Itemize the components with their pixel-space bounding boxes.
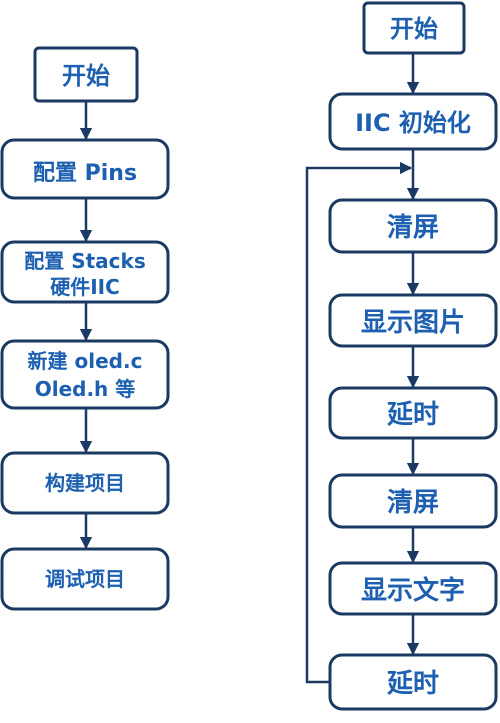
- show-image-label: 显示图片: [361, 308, 465, 338]
- iic-init-label: IIC 初始化: [355, 109, 471, 137]
- build-node: 构建项目: [0, 451, 170, 515]
- config-stacks-label-line1: 配置 Stacks: [24, 249, 145, 273]
- show-text-node: 显示文字: [328, 561, 498, 616]
- config-stacks-node: 配置 Stacks 硬件IIC: [0, 240, 170, 304]
- show-image-node: 显示图片: [328, 293, 498, 348]
- left-start-label: 开始: [62, 62, 110, 90]
- right-start-label: 开始: [390, 15, 438, 43]
- clear-screen-label-2: 清屏: [387, 488, 439, 518]
- right-flow: 开始 IIC 初始化 清屏 显示图片 延时 清屏 显示文字: [305, 1, 498, 711]
- debug-label: 调试项目: [45, 567, 125, 591]
- left-start-node: 开始: [33, 46, 139, 103]
- delay-label-1: 延时: [386, 400, 439, 430]
- config-pins-label: 配置 Pins: [33, 161, 137, 186]
- delay-node-2: 延时: [328, 653, 498, 711]
- left-flow: 开始 配置 Pins 配置 Stacks 硬件IIC 新建 oled.c Ole…: [0, 46, 170, 611]
- config-pins-node: 配置 Pins: [0, 138, 170, 200]
- loop-back-arrow: [305, 161, 413, 684]
- clear-screen-label-1: 清屏: [387, 213, 439, 243]
- debug-node: 调试项目: [0, 547, 170, 611]
- clear-screen-node-2: 清屏: [328, 473, 498, 529]
- delay-label-2: 延时: [386, 669, 439, 699]
- config-stacks-label-line2: 硬件IIC: [50, 275, 120, 299]
- show-text-label: 显示文字: [361, 575, 465, 606]
- new-files-node: 新建 oled.c Oled.h 等: [0, 339, 170, 410]
- right-start-node: 开始: [362, 1, 466, 55]
- delay-node-1: 延时: [328, 386, 498, 440]
- clear-screen-node-1: 清屏: [328, 198, 498, 254]
- new-files-label-line1: 新建 oled.c: [28, 349, 143, 373]
- build-label: 构建项目: [45, 471, 125, 495]
- new-files-label-line2: Oled.h 等: [35, 377, 136, 401]
- iic-init-node: IIC 初始化: [328, 92, 498, 151]
